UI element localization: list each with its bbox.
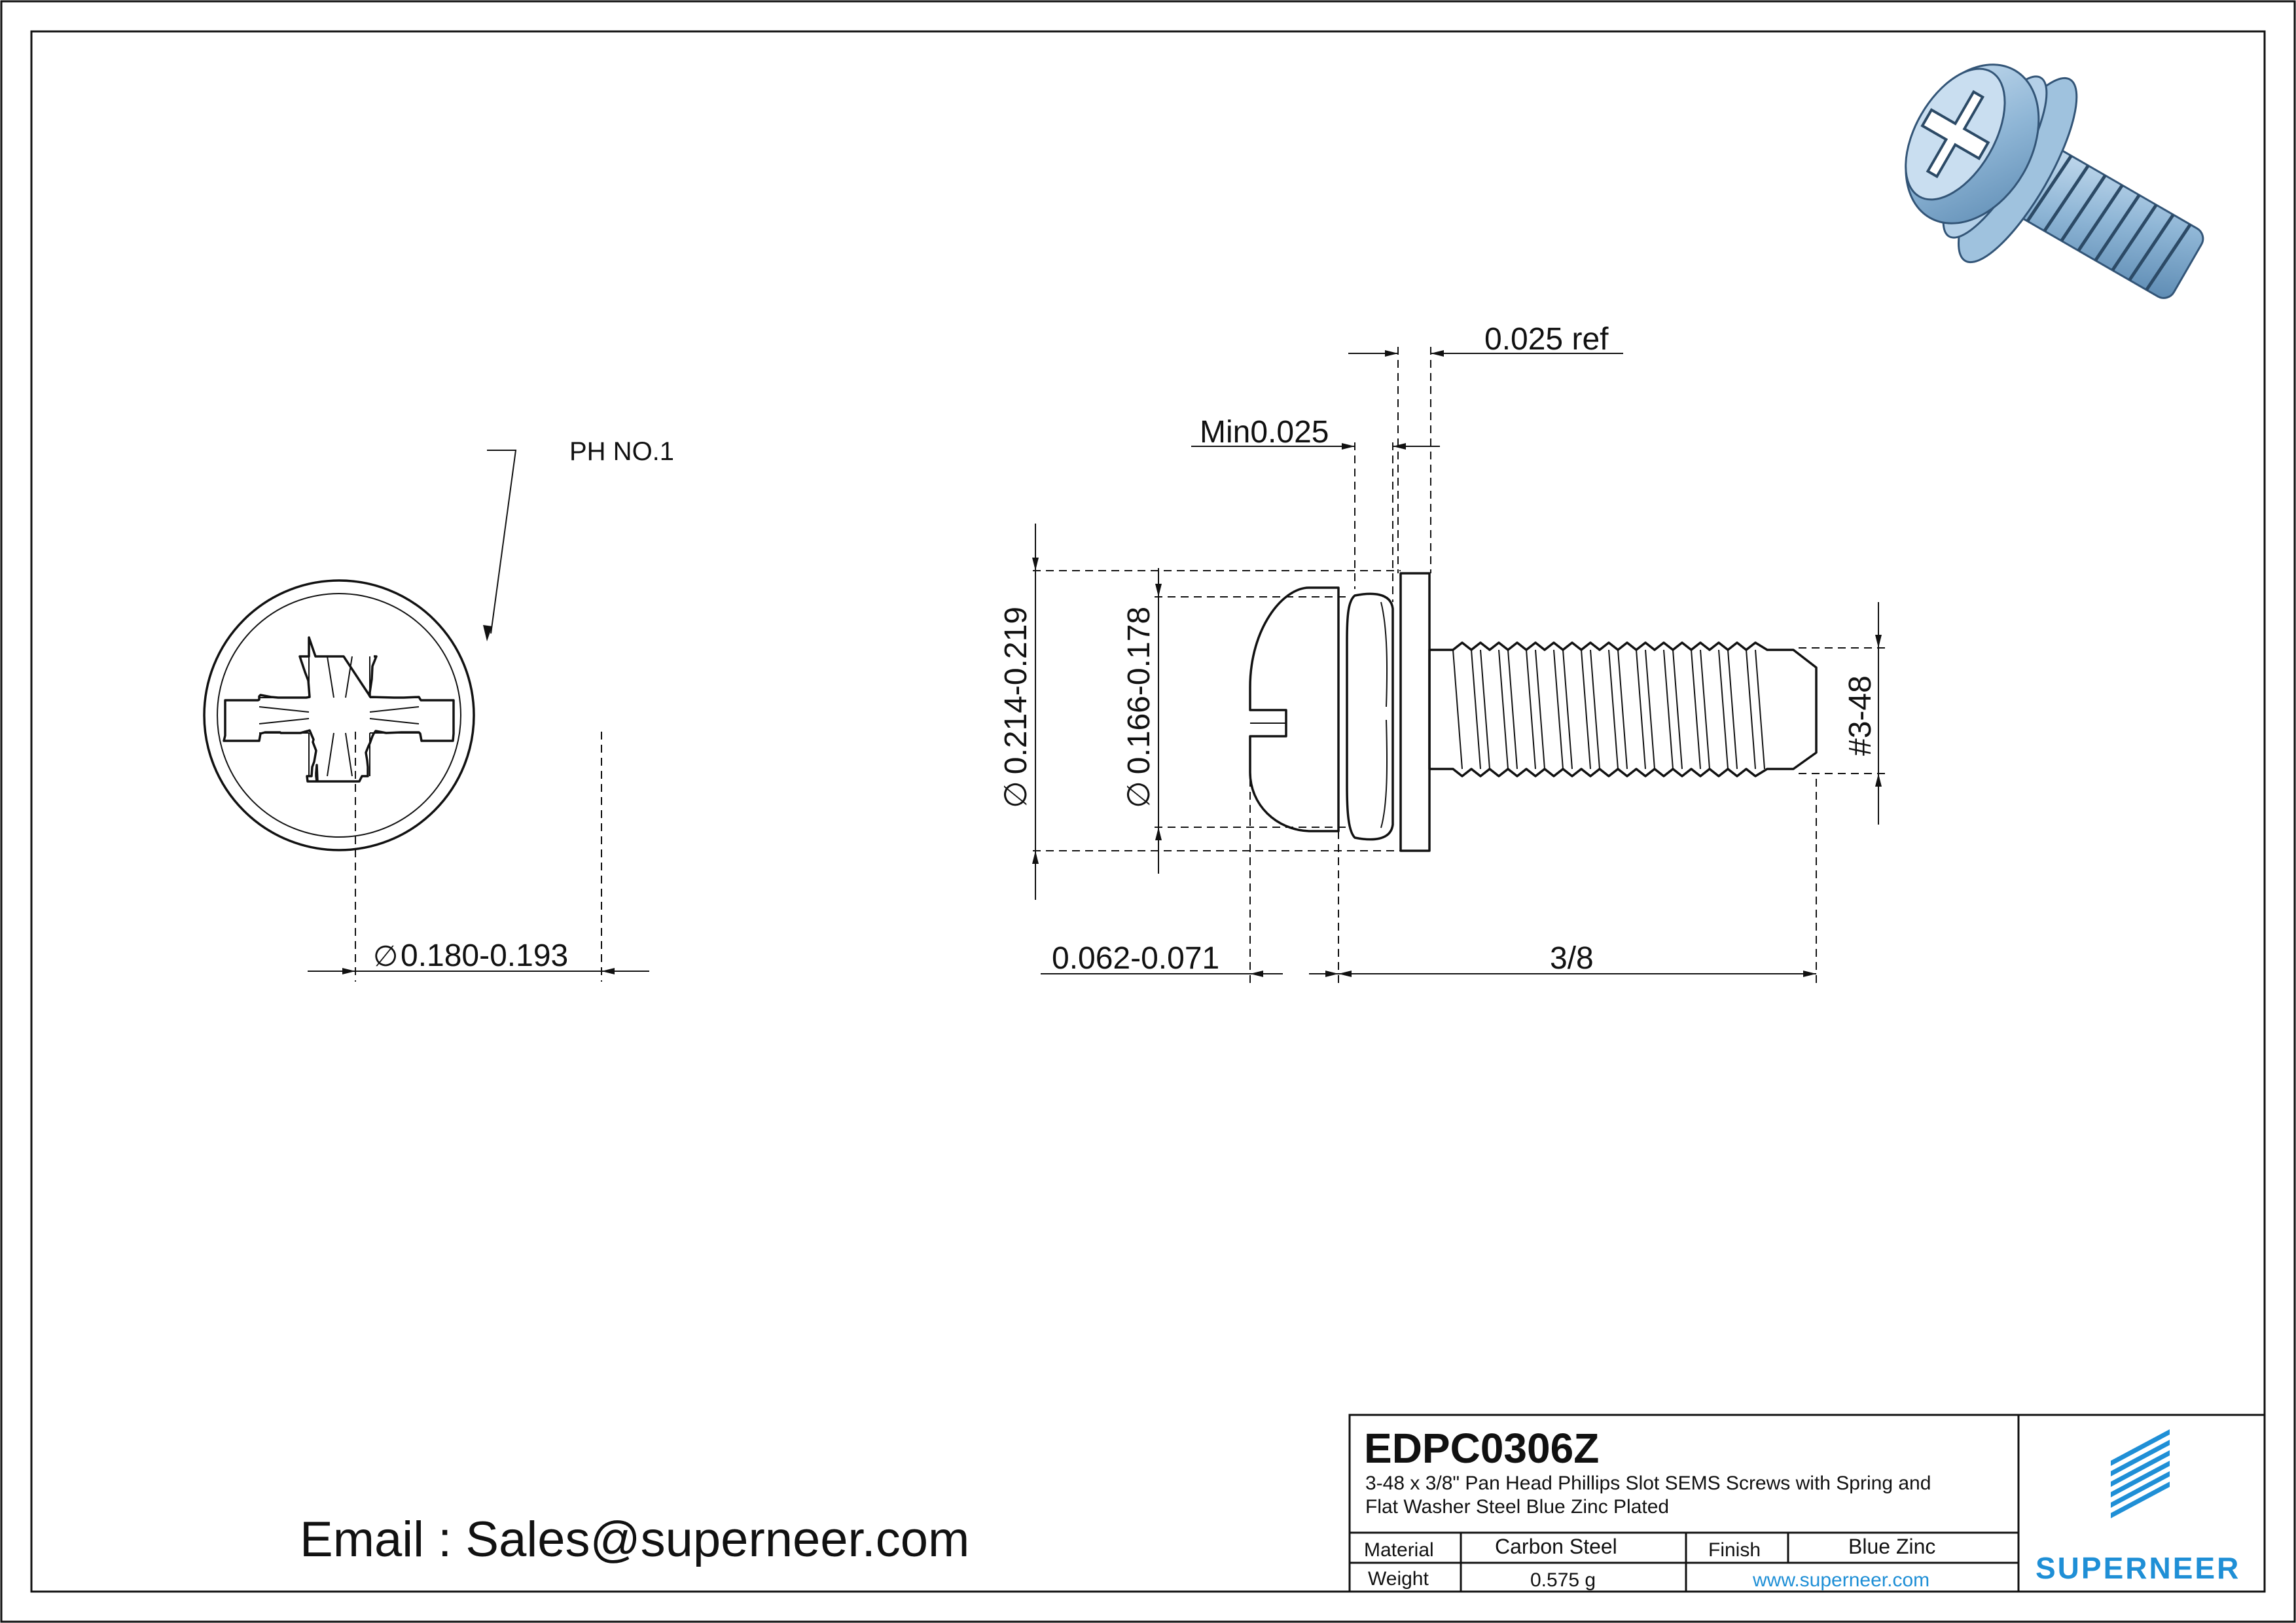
website-link[interactable]: www.superneer.com bbox=[1752, 1569, 1929, 1591]
flat-washer-dia-value: 0.214-0.219 bbox=[999, 607, 1033, 774]
head-height-dim: 0.062-0.071 bbox=[1052, 941, 1219, 976]
weight-label: Weight bbox=[1368, 1568, 1429, 1590]
inner-border bbox=[30, 30, 2266, 1593]
superneer-logo-icon bbox=[2111, 1429, 2170, 1518]
length-dim: 3/8 bbox=[1550, 941, 1594, 976]
head-dia-symbol: ∅ bbox=[373, 940, 398, 972]
description-line1: 3-48 x 3/8" Pan Head Phillips Slot SEMS … bbox=[1365, 1472, 1931, 1494]
finish-value: Blue Zinc bbox=[1848, 1535, 1935, 1558]
spring-thickness-dim: Min0.025 bbox=[1200, 415, 1329, 450]
flat-washer-dia-dim: ∅ 0.214-0.219 bbox=[999, 607, 1033, 808]
spring-washer-dia-value: 0.166-0.178 bbox=[1122, 607, 1157, 774]
weight-value: 0.575 g bbox=[1530, 1569, 1596, 1591]
drive-callout: PH NO.1 bbox=[569, 437, 674, 466]
phillips-recess-icon bbox=[223, 636, 455, 783]
screw-3d-icon bbox=[1905, 63, 2204, 299]
washer-thickness-dim: 0.025 ref bbox=[1484, 322, 1609, 357]
flat-washer-dia-symbol: ∅ bbox=[999, 781, 1033, 808]
title-block: EDPC0306Z 3-48 x 3/8" Pan Head Phillips … bbox=[1348, 1414, 2266, 1593]
head-dia-dim: 0.180-0.193 bbox=[401, 938, 568, 973]
finish-label: Finish bbox=[1708, 1539, 1761, 1561]
spring-washer-dia-symbol: ∅ bbox=[1122, 781, 1157, 808]
description-line2: Flat Washer Steel Blue Zinc Plated bbox=[1365, 1496, 1669, 1518]
front-view: PH NO.1 ∅ 0.180-0.193 bbox=[203, 437, 674, 982]
contact-email[interactable]: Email : Sales@superneer.com bbox=[300, 1512, 969, 1567]
part-number: EDPC0306Z bbox=[1364, 1425, 1599, 1472]
thread-shank bbox=[1428, 641, 1818, 777]
thread-dim: #3-48 bbox=[1843, 675, 1878, 756]
material-value: Carbon Steel bbox=[1495, 1535, 1617, 1558]
spring-washer-dia-dim: ∅ 0.166-0.178 bbox=[1122, 607, 1157, 808]
material-label: Material bbox=[1364, 1539, 1434, 1561]
side-view: 0.025 ref Min0.025 ∅ 0.214-0.219 ∅ 0.166-0… bbox=[999, 322, 1885, 985]
brand-name: SUPERNEER bbox=[2036, 1551, 2240, 1585]
